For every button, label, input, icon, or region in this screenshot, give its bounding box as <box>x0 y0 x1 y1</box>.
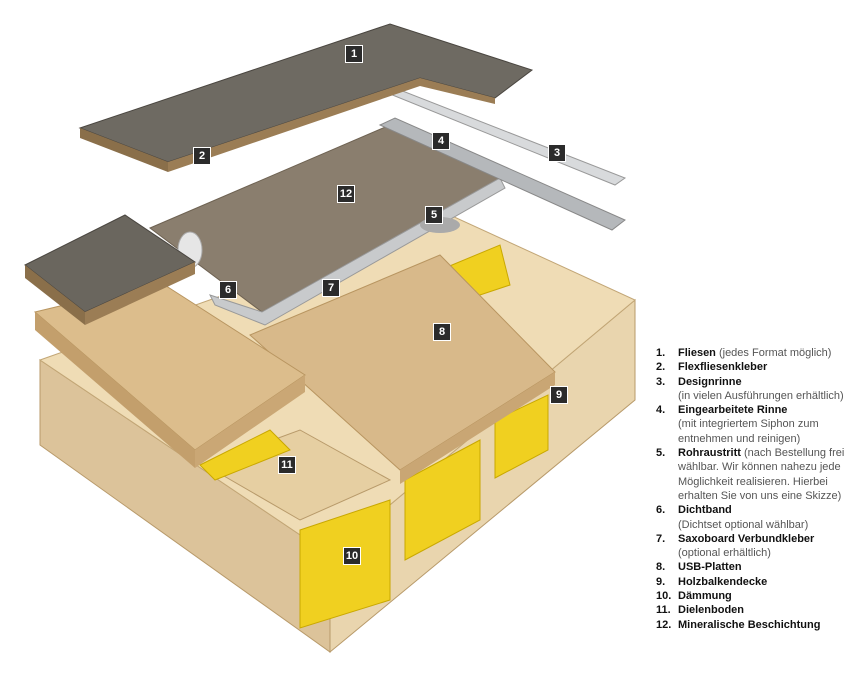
legend-number: 5. <box>656 447 666 460</box>
legend-title: Eingearbeitete Rinne <box>678 404 788 417</box>
legend-title: Saxoboard Verbundkleber <box>678 532 815 545</box>
legend-number: 11. <box>656 604 671 617</box>
legend-text: Rohraustritt (nach Bestellung frei wählb… <box>678 446 856 503</box>
legend-number: 7. <box>656 532 666 545</box>
legend-number: 3. <box>656 375 666 388</box>
legend-text: Mineralische Beschichtung <box>678 618 820 632</box>
legend-text: Flexfliesenkleber <box>678 360 767 374</box>
legend: 1. Fliesen (jedes Format möglich) 2. Flexfl… <box>656 346 856 632</box>
legend-title: Dichtband <box>678 504 732 517</box>
legend-title: USB-Platten <box>678 561 742 574</box>
tiles <box>24 23 534 325</box>
legend-item: 5. Rohraustritt (nach Bestellung frei wäh… <box>656 446 856 503</box>
legend-item: 2. Flexfliesenkleber <box>656 360 856 374</box>
badge-6: 6 <box>219 281 237 299</box>
legend-item: 12. Mineralische Beschichtung <box>656 618 856 632</box>
badge-7: 7 <box>322 279 340 297</box>
legend-text: Dielenboden <box>678 603 744 617</box>
legend-number: 9. <box>656 575 666 588</box>
legend-note: (nach Bestellung frei wählbar. Wir könne… <box>678 447 845 502</box>
legend-note: (jedes Format möglich) <box>715 347 832 359</box>
legend-note: (mit integriertem Siphon zum entnehmen u… <box>678 418 819 445</box>
legend-note: (Dichtset optional wählbar) <box>678 518 809 531</box>
badge-1: 1 <box>345 45 363 63</box>
legend-text: Dämmung <box>678 589 732 603</box>
legend-title: Flexfliesenkleber <box>678 361 768 374</box>
legend-item: 9. Holzbalkendecke <box>656 575 856 589</box>
legend-text: Dichtband(Dichtset optional wählbar) <box>678 503 808 532</box>
legend-title: Rohraustritt <box>678 447 741 460</box>
legend-text: USB-Platten <box>678 560 742 574</box>
legend-item: 8. USB-Platten <box>656 560 856 574</box>
legend-item: 3. Designrinne(in vielen Ausführungen erh… <box>656 375 856 404</box>
legend-number: 6. <box>656 504 666 517</box>
badge-4: 4 <box>432 132 450 150</box>
badge-2: 2 <box>193 147 211 165</box>
legend-number: 10. <box>656 590 672 603</box>
legend-title: Dielenboden <box>678 604 745 617</box>
legend-text: Eingearbeitete Rinne(mit integriertem Si… <box>678 403 856 446</box>
badge-8: 8 <box>433 323 451 341</box>
legend-title: Mineralische Beschichtung <box>678 618 821 631</box>
badge-5: 5 <box>425 206 443 224</box>
legend-number: 4. <box>656 404 666 417</box>
legend-note: (in vielen Ausführungen erhältlich) <box>678 389 844 402</box>
badge-10: 10 <box>343 547 361 565</box>
legend-item: 1. Fliesen (jedes Format möglich) <box>656 346 856 360</box>
osb-panels <box>33 254 556 484</box>
badge-12: 12 <box>337 185 355 203</box>
badge-11: 11 <box>278 456 296 474</box>
badge-3: 3 <box>548 144 566 162</box>
legend-item: 6. Dichtband(Dichtset optional wählbar) <box>656 503 856 532</box>
legend-text: Designrinne(in vielen Ausführungen erhäl… <box>678 375 844 404</box>
legend-number: 2. <box>656 361 666 374</box>
insulation <box>199 244 549 629</box>
legend-item: 10. Dämmung <box>656 589 856 603</box>
legend-title: Holzbalkendecke <box>678 575 768 588</box>
legend-number: 1. <box>656 347 666 359</box>
legend-text: Holzbalkendecke <box>678 575 767 589</box>
legend-title: Dämmung <box>678 590 732 603</box>
legend-note: (optional erhältlich) <box>678 547 771 560</box>
legend-title: Designrinne <box>678 375 742 388</box>
legend-text: Fliesen (jedes Format möglich) <box>678 346 831 360</box>
badge-9: 9 <box>550 386 568 404</box>
legend-number: 12. <box>656 618 672 631</box>
legend-title: Fliesen <box>678 347 716 359</box>
legend-item: 7. Saxoboard Verbundkleber (optional erhäl… <box>656 532 856 561</box>
legend-item: 11. Dielenboden <box>656 603 856 617</box>
legend-text: Saxoboard Verbundkleber (optional erhältl… <box>678 532 814 561</box>
legend-item: 4. Eingearbeitete Rinne(mit integriertem … <box>656 403 856 446</box>
legend-number: 8. <box>656 561 666 574</box>
